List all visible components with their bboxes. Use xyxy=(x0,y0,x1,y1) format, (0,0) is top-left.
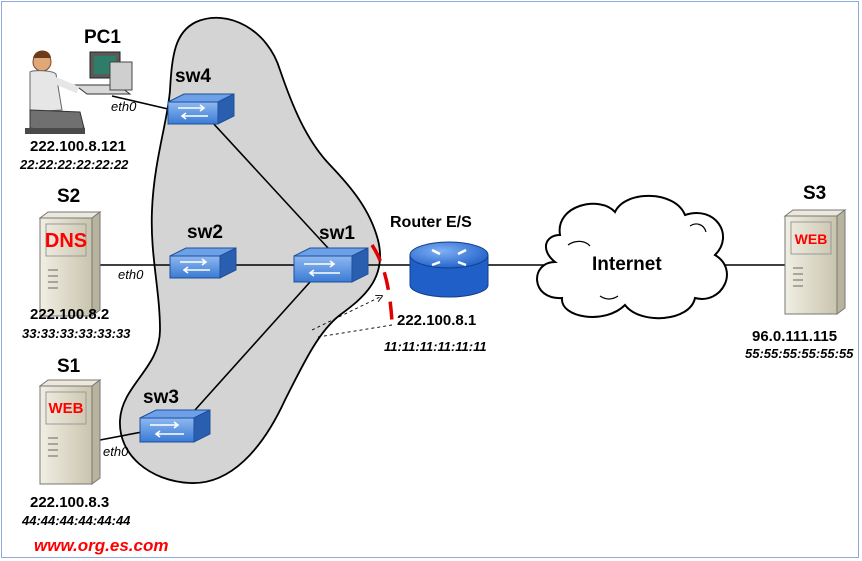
s2-name: S2 xyxy=(57,186,81,207)
pc1-ip: 222.100.8.121 xyxy=(30,138,126,155)
sw4-label: sw4 xyxy=(175,66,211,87)
cloud-detail xyxy=(567,223,707,300)
s3-ip: 96.0.111.115 xyxy=(752,328,838,345)
switch-icon xyxy=(169,247,237,279)
s2-ip: 222.100.8.2 xyxy=(30,306,110,323)
s3-mac: 55:55:55:55:55:55 xyxy=(745,346,854,361)
cloud-icon xyxy=(536,194,728,320)
pc1-iface: eth0 xyxy=(111,99,137,114)
internet-label: Internet xyxy=(592,254,662,275)
domain-url: www.org.es.com xyxy=(34,536,169,555)
pointer-arrow-2 xyxy=(317,324,393,338)
router-mac: 11:11:11:11:11:11 xyxy=(384,339,487,354)
s1-iface: eth0 xyxy=(103,444,129,459)
s2-service-label: DNS xyxy=(44,230,88,252)
switch-icon xyxy=(293,247,369,283)
s2-iface: eth0 xyxy=(118,267,144,282)
router-icon xyxy=(409,241,489,298)
s1-service-label: WEB xyxy=(48,400,84,417)
server-icon xyxy=(783,209,847,315)
s1-mac: 44:44:44:44:44:44 xyxy=(22,513,131,528)
s2-mac: 33:33:33:33:33:33 xyxy=(22,326,131,341)
link-sw4-sw1 xyxy=(211,121,329,249)
pc-user-icon xyxy=(25,50,133,134)
s1-name: S1 xyxy=(57,356,81,377)
s3-service-label: WEB xyxy=(794,231,828,247)
s1-ip: 222.100.8.3 xyxy=(30,494,110,511)
router-interface-marker xyxy=(370,244,394,323)
switch-icon xyxy=(167,93,235,125)
router-name: Router E/S xyxy=(390,214,472,231)
s3-name: S3 xyxy=(803,183,827,204)
link-s1-sw3 xyxy=(99,431,143,441)
pc1-name: PC1 xyxy=(84,27,121,48)
server-icon xyxy=(38,211,102,317)
router-ip: 222.100.8.1 xyxy=(397,312,477,329)
sw3-label: sw3 xyxy=(143,387,179,408)
link-sw1-sw3 xyxy=(194,281,311,411)
pointer-arrow-1 xyxy=(311,296,382,331)
lan-area xyxy=(119,17,381,484)
sw1-label: sw1 xyxy=(319,223,355,244)
server-icon xyxy=(38,379,102,485)
pc1-mac: 22:22:22:22:22:22 xyxy=(20,157,129,172)
links xyxy=(97,95,785,441)
switch-icon xyxy=(139,409,211,443)
sw2-label: sw2 xyxy=(187,222,223,243)
link-pc1-sw4 xyxy=(111,95,169,110)
